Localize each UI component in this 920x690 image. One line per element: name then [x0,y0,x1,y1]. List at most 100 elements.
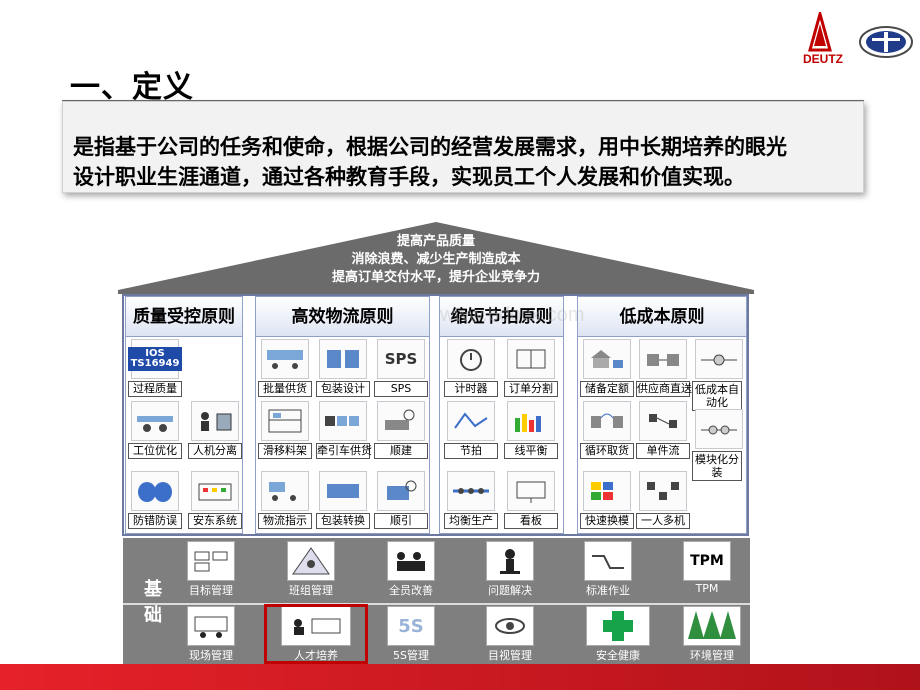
multi-machine-icon [639,471,687,511]
principle-item: 物流指示 [258,471,312,529]
roof-goal-3: 提高订单交付水平，提升企业竞争力 [331,270,540,285]
foundation-item: 环境管理 [672,606,752,663]
item-label: SPS [374,381,428,397]
poka-yoke-icon [131,471,179,511]
batch-supply-icon [261,339,309,379]
principle-item: 单件流 [636,401,690,459]
deutz-faw-logo-icon [808,8,913,58]
talent-development-icon [281,606,351,646]
pillar-title: 高效物流原则 [256,297,429,337]
sequence-pull-icon [377,471,425,511]
item-label: 储备定额 [580,381,634,397]
principle-item: 人机分离 [188,401,242,459]
goal-management-icon [187,541,235,581]
foundation-item: 5S 5S管理 [371,606,451,663]
item-label: 标准作业 [586,584,630,597]
iso-ts16949-icon: IOS TS16949 [127,339,183,379]
team-management-icon [287,541,335,581]
item-label: 目标管理 [189,584,233,597]
item-label: 5S管理 [393,649,429,662]
item-label: 现场管理 [189,649,233,662]
package-conversion-icon [319,471,367,511]
pillar-title: 质量受控原则 [126,297,242,337]
item-label: 低成本自动化 [692,381,742,411]
item-label: 问题解决 [488,584,532,597]
item-label: 看板 [504,513,558,529]
problem-solving-icon [486,541,534,581]
item-label: 均衡生产 [444,513,498,529]
principle-item: 包装设计 [316,339,370,397]
item-label: 节拍 [444,443,498,459]
tractor-supply-icon [319,401,367,441]
item-label: TPM [695,582,719,595]
kanban-icon [507,471,555,511]
principle-item: 看板 [504,471,558,529]
item-label: 线平衡 [504,443,558,459]
principle-item: 顺引 [374,471,428,529]
milk-run-icon [583,401,631,441]
smed-icon [583,471,631,511]
order-split-icon [507,339,555,379]
item-label: 工位优化 [128,443,182,459]
packaging-design-icon [319,339,367,379]
item-label: 一人多机 [636,513,690,529]
principle-item: 循环取货 [580,401,634,459]
company-logo: DEUTZ [800,8,915,70]
item-label: 顺引 [374,513,428,529]
item-label: 班组管理 [289,584,333,597]
item-label: 人才培养 [294,649,338,662]
modular-assembly-icon [695,409,743,449]
level-production-icon [447,471,495,511]
foundation-label: 基 [144,579,162,600]
foundation-label: 础 [144,605,162,626]
house-roof [118,222,754,294]
principle-item: 滑移料架 [258,401,312,459]
item-label: 安东系统 [188,513,242,529]
andon-icon [191,471,239,511]
roof-goal-1: 提高产品质量 [396,234,475,249]
definition-line-2: 设计职业生涯通道，通过各种教育手段，实现员工个人发展和价值实现。 [73,165,745,189]
item-label: 过程质量 [128,381,182,397]
low-cost-automation-icon [695,339,743,379]
item-label: 循环取货 [580,443,634,459]
principle-item: 模块化分装 [692,409,746,481]
foundation-item: 目视管理 [470,606,550,663]
principle-item: 批量供货 [258,339,312,397]
workstation-icon [131,401,179,441]
5s-icon: 5S [387,606,435,646]
pillar-low-cost: 低成本原则 储备定额 供应商直送 低成本自动化 循环取货 单件流 模块化分装 快… [577,296,747,534]
foundation-item: TPM TPM [667,541,747,595]
logistics-instruction-icon [261,471,309,511]
principle-item: 快速换模 [580,471,634,529]
one-piece-flow-icon [639,401,687,441]
page-title: 一、定义 [70,70,194,105]
foundation-item: 人才培养 [276,606,356,663]
item-label: 单件流 [636,443,690,459]
principle-item: IOS TS16949 过程质量 [127,339,183,397]
timer-icon [447,339,495,379]
site-management-icon [187,606,235,646]
principle-item: 一人多机 [636,471,690,529]
sps-icon: SPS [377,339,425,379]
principle-item: 低成本自动化 [692,339,746,411]
line-balance-icon [507,401,555,441]
foundation-item: 问题解决 [470,541,550,598]
principle-item: 牵引车供货 [316,401,372,459]
item-label: 快速换模 [580,513,634,529]
principle-item: 供应商直送 [636,339,692,397]
principle-item: SPS SPS [374,339,428,397]
pillar-title: 缩短节拍原则 [440,297,563,337]
sequence-build-icon [377,401,425,441]
principle-item: 包装转换 [316,471,370,529]
item-label: 牵引车供货 [316,443,372,459]
foundation-item: 全员改善 [371,541,451,598]
reserve-quota-icon [583,339,631,379]
principle-item: 安东系统 [188,471,242,529]
item-label: 供应商直送 [636,381,692,397]
principle-item: 订单分割 [504,339,558,397]
environment-icon [683,606,741,646]
principle-item: 储备定额 [580,339,634,397]
item-label: 包装转换 [316,513,370,529]
foundation-item: 目标管理 [171,541,251,598]
roof-goal-2: 消除浪费、减少生产制造成本 [351,252,521,267]
